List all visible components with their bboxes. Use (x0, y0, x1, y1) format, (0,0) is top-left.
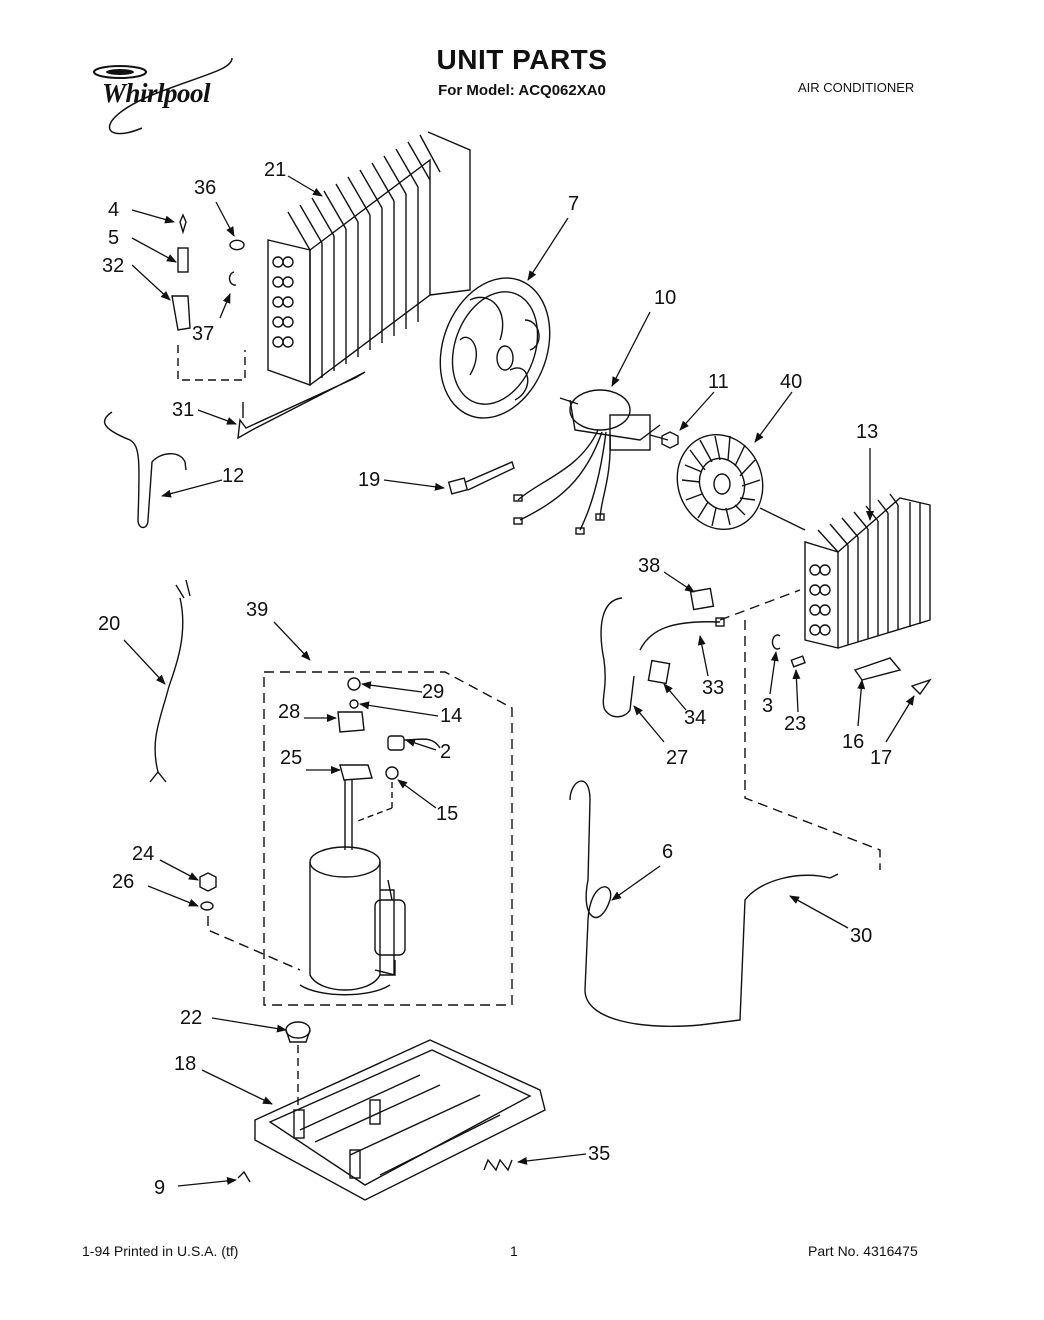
callout-label: 24 (132, 843, 154, 865)
callout-label: 7 (568, 193, 579, 215)
callout-label: 37 (192, 323, 214, 345)
callout-label: 11 (708, 371, 729, 393)
callout-numbers: 4 5 32 36 37 21 7 10 11 40 13 31 12 19 3… (98, 159, 892, 1199)
grommet-29 (347, 677, 361, 691)
callout-label: 2 (440, 741, 451, 763)
callout-label: 18 (174, 1053, 196, 1075)
cable-tie (447, 461, 515, 495)
suction-tube (103, 411, 187, 529)
clip-15 (385, 766, 399, 780)
callout-label: 16 (842, 731, 864, 753)
thermostat-bulb-parts (171, 213, 246, 381)
bracket-16 (853, 657, 902, 681)
callout-label: 13 (856, 421, 878, 443)
callout-label: 30 (850, 925, 872, 947)
model-subtitle: For Model: ACQ062XA0 (438, 82, 606, 99)
callout-label: 34 (684, 707, 706, 729)
callout-label: 23 (784, 713, 806, 735)
base-pan (254, 1039, 546, 1201)
callout-label: 36 (194, 177, 216, 199)
brand-name: Whirlpool (102, 78, 211, 108)
washer-14 (349, 699, 359, 709)
callout-label: 6 (662, 841, 673, 863)
callout-label: 27 (666, 747, 688, 769)
grommet-34 (647, 659, 671, 685)
discharge-tube (600, 597, 635, 718)
whirlpool-swirl-icon (93, 57, 233, 135)
callout-label: 10 (654, 287, 676, 309)
callout-label: 22 (180, 1007, 202, 1029)
callout-label: 29 (422, 681, 444, 703)
gasket-25 (339, 764, 373, 781)
product-category: AIR CONDITIONER (798, 80, 915, 95)
evaporator-coil (267, 131, 471, 386)
capillary-tube (569, 780, 831, 1027)
print-info: 1-94 Printed in U.S.A. (tf) (82, 1243, 239, 1259)
callout-label: 9 (154, 1177, 165, 1199)
bracket-17 (910, 678, 932, 696)
condenser-coil (804, 493, 931, 649)
callout-label: 32 (102, 255, 124, 277)
callout-label: 25 (280, 747, 302, 769)
callout-label: 33 (702, 677, 724, 699)
callout-label: 31 (172, 399, 194, 421)
nut-24 (199, 872, 217, 892)
page-number: 1 (510, 1243, 518, 1259)
callout-label: 28 (278, 701, 300, 723)
compressor (299, 780, 406, 996)
callout-label: 4 (108, 199, 119, 221)
nut (661, 431, 679, 449)
overload-protector-2 (387, 735, 405, 751)
clip-35 (483, 1158, 513, 1172)
callout-label: 14 (440, 705, 462, 727)
callout-label: 21 (264, 159, 286, 181)
wire-harness (154, 597, 184, 773)
gasket-38 (689, 587, 715, 611)
callout-label: 38 (638, 555, 660, 577)
fan-motor (513, 389, 669, 535)
blower-wheel (676, 433, 806, 531)
callout-label: 35 (588, 1143, 610, 1165)
terminal-cover-28 (337, 711, 365, 733)
part-number: Part No. 4316475 (808, 1243, 918, 1259)
condenser-fan-blade (439, 277, 551, 419)
callout-label: 40 (780, 371, 802, 393)
compressor-assembly-boundary (263, 671, 513, 1006)
callout-label: 17 (870, 747, 892, 769)
part-23 (790, 655, 806, 668)
screw-9 (237, 1170, 251, 1183)
washer-26 (200, 901, 214, 911)
callout-label: 20 (98, 613, 120, 635)
whirlpool-logo: Whirlpool (82, 50, 252, 140)
callout-label: 3 (762, 695, 773, 717)
page-title: UNIT PARTS (436, 44, 608, 75)
callout-label: 15 (436, 803, 458, 825)
callout-label: 12 (222, 465, 244, 487)
clip-3 (771, 634, 781, 650)
callout-label: 5 (108, 227, 119, 249)
callout-label: 39 (246, 599, 268, 621)
connecting-tube (639, 621, 721, 651)
callout-label: 19 (358, 469, 380, 491)
callout-label: 26 (112, 871, 134, 893)
heater-tube (237, 371, 366, 440)
